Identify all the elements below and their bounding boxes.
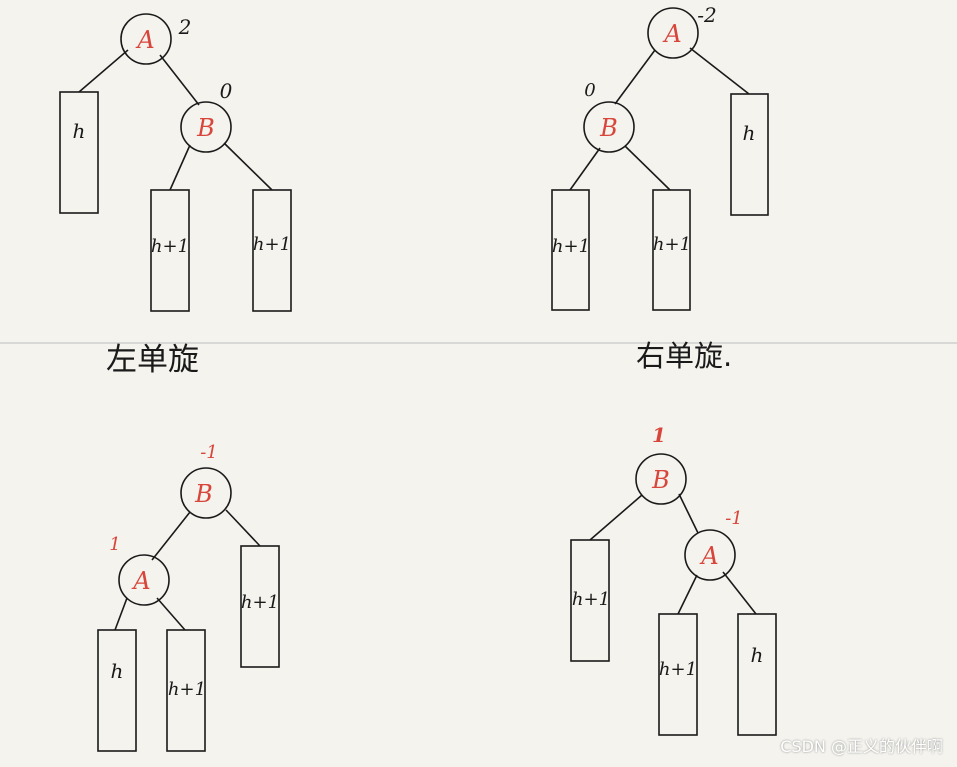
edge-a-to-h <box>114 597 128 631</box>
subtree-left-label: h+1 <box>572 589 610 610</box>
panel-left-after <box>97 467 280 752</box>
subtree-right-label: h+1 <box>253 234 291 255</box>
panel-left-before <box>59 13 292 312</box>
subtree-h <box>97 629 137 752</box>
edge-a-to-h <box>689 47 750 95</box>
subtree-middle <box>166 629 206 752</box>
subtree-middle-label: h+1 <box>168 679 206 700</box>
node-a <box>684 529 736 581</box>
edge-b-to-left <box>569 147 601 191</box>
subtree-middle <box>652 189 691 311</box>
subtree-h-label: h <box>751 643 764 667</box>
node-a-balance: 1 <box>109 534 120 555</box>
edge-b-to-a <box>678 493 699 534</box>
panel-right-after <box>570 453 777 736</box>
node-a <box>647 7 699 59</box>
subtree-middle <box>658 613 698 736</box>
edge-b-to-a <box>151 511 191 561</box>
node-a-balance: -1 <box>725 508 743 529</box>
node-b-balance: -1 <box>200 442 218 463</box>
node-b-label: B <box>194 480 213 508</box>
panel-right-before <box>551 7 769 311</box>
subtree-right <box>240 545 280 668</box>
subtree-right <box>252 189 292 312</box>
node-a-label: A <box>662 20 681 48</box>
edge-a-to-h <box>78 49 129 93</box>
node-a-label: A <box>131 567 150 595</box>
edge-a-to-left <box>677 574 698 615</box>
node-b-balance: 1 <box>652 423 666 447</box>
edge-a-to-right <box>722 571 757 615</box>
node-b <box>583 101 635 153</box>
subtree-h-label: h <box>73 119 86 143</box>
watermark-text: CSDN @正义的伙伴啊 <box>780 737 943 756</box>
subtree-left <box>551 189 590 311</box>
node-b-label: B <box>599 114 618 142</box>
node-b-balance: 0 <box>584 80 595 101</box>
edge-b-to-right <box>624 145 671 191</box>
subtree-h-label: h <box>111 659 124 683</box>
subtree-left-label: h+1 <box>552 236 590 257</box>
subtree-left <box>150 189 190 312</box>
node-b-label: B <box>196 114 215 142</box>
edge-b-to-left <box>169 144 191 191</box>
subtree-h <box>730 93 769 216</box>
subtree-middle-label: h+1 <box>659 659 697 680</box>
edge-b-to-right <box>223 142 273 191</box>
subtree-h <box>737 613 777 736</box>
node-a-label: A <box>135 26 154 54</box>
edge-a-to-b <box>614 49 656 105</box>
edge-b-to-left <box>589 494 643 541</box>
edge-a-to-middle <box>156 597 186 631</box>
node-a-label: A <box>699 542 718 570</box>
node-a-balance: -2 <box>697 3 716 27</box>
edge-a-to-b <box>159 54 200 106</box>
node-b <box>635 453 687 505</box>
caption-right-rotation: 右单旋. <box>636 339 732 373</box>
subtree-right-label: h+1 <box>241 592 279 613</box>
node-b-label: B <box>651 466 670 494</box>
edge-b-to-right <box>225 509 261 547</box>
node-b <box>180 467 232 519</box>
subtree-h <box>59 91 99 214</box>
subtree-middle-label: h+1 <box>653 234 691 255</box>
node-a <box>120 13 172 65</box>
subtree-left <box>570 539 610 662</box>
node-a-balance: 2 <box>178 15 192 39</box>
node-b-balance: 0 <box>220 79 233 103</box>
node-b <box>180 101 232 153</box>
node-a <box>118 554 170 606</box>
subtree-h-label: h <box>743 121 756 145</box>
caption-left-rotation: 左单旋 <box>106 342 199 378</box>
subtree-left-label: h+1 <box>151 236 189 257</box>
